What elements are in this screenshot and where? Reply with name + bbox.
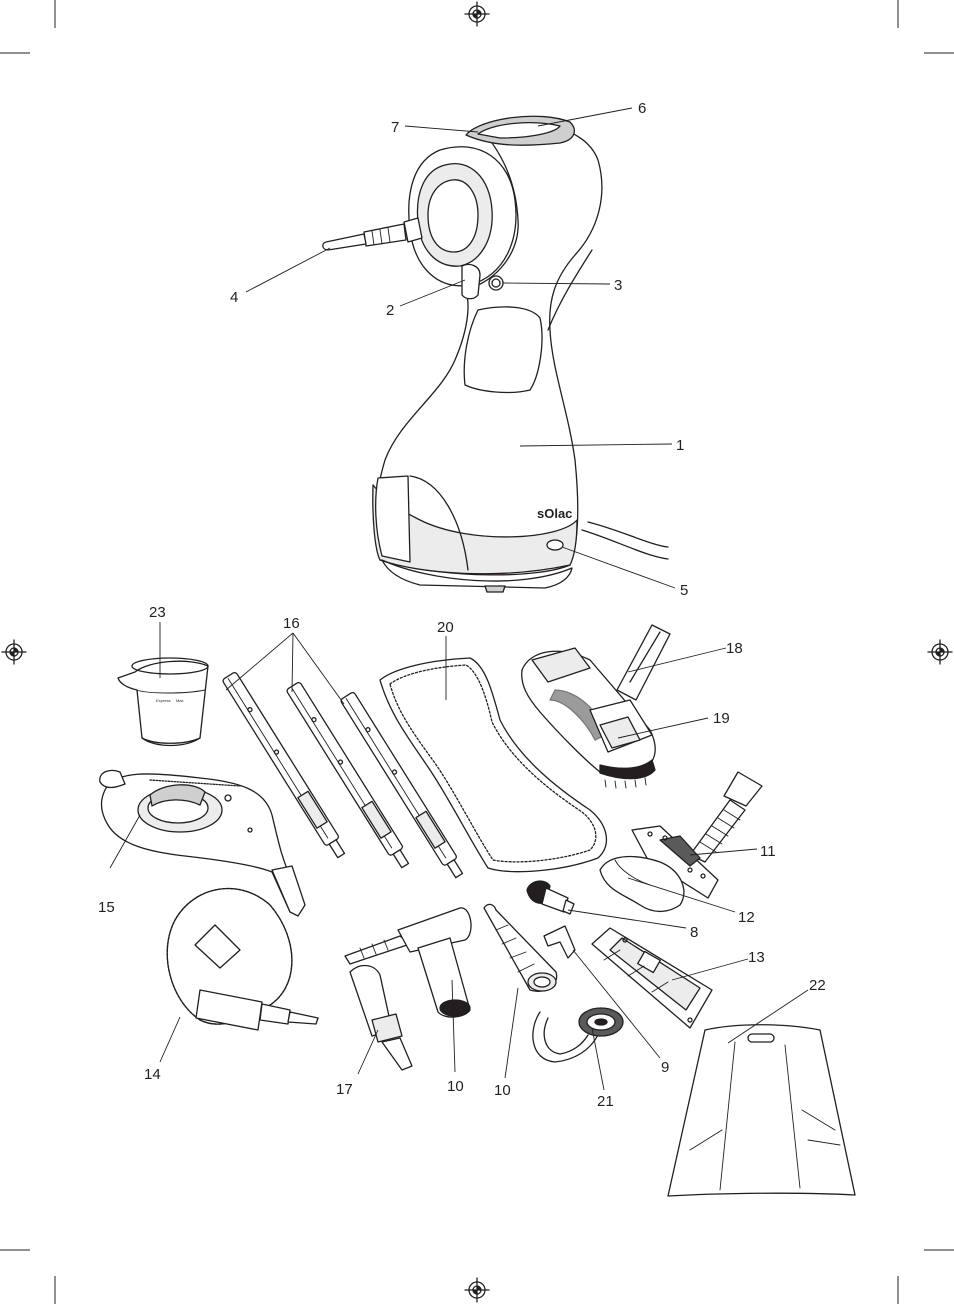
callout-5: 5 xyxy=(680,582,688,599)
callout-18: 18 xyxy=(726,640,743,657)
round-brush xyxy=(526,880,575,915)
nozzle-adapter xyxy=(349,964,413,1071)
jug-mark-express: Express xyxy=(156,698,170,703)
callout-10a: 10 xyxy=(447,1078,464,1095)
callout-1: 1 xyxy=(676,437,684,454)
callout-9: 9 xyxy=(661,1059,669,1076)
callout-labels: 1 2 3 4 5 6 7 8 9 10 10 11 12 13 14 15 1… xyxy=(98,100,826,1110)
callout-20: 20 xyxy=(437,619,454,636)
steam-cleaner-body: sOlac xyxy=(322,115,669,593)
window-squeegee xyxy=(631,771,763,899)
floor-brush xyxy=(521,624,671,789)
angled-nozzle xyxy=(344,907,472,1018)
callout-4: 4 xyxy=(230,289,238,306)
callout-23: 23 xyxy=(149,604,166,621)
hand-accessory xyxy=(99,769,306,917)
callout-19: 19 xyxy=(713,710,730,727)
callout-16: 16 xyxy=(283,615,300,632)
registration-mark-icon xyxy=(464,1277,490,1303)
callout-8: 8 xyxy=(690,924,698,941)
registration-mark-icon xyxy=(1,639,27,665)
measuring-jug: Express Max xyxy=(117,657,209,747)
callout-6: 6 xyxy=(638,100,646,117)
storage-bag xyxy=(667,1024,856,1197)
callout-10b: 10 xyxy=(494,1082,511,1099)
cleaning-cloth xyxy=(379,657,608,873)
floor-plate xyxy=(591,927,713,1029)
callout-17: 17 xyxy=(336,1081,353,1098)
extension-tube xyxy=(222,672,346,859)
callout-3: 3 xyxy=(614,277,622,294)
callout-7: 7 xyxy=(391,119,399,136)
extension-tube xyxy=(340,692,464,879)
registration-mark-icon xyxy=(927,639,953,665)
callout-12: 12 xyxy=(738,909,755,926)
callout-22: 22 xyxy=(809,977,826,994)
callout-21: 21 xyxy=(597,1093,614,1110)
callout-13: 13 xyxy=(748,949,765,966)
velcro-strap xyxy=(532,1007,624,1063)
registration-mark-icon xyxy=(464,1,490,27)
callout-2: 2 xyxy=(386,302,394,319)
angle-nozzle xyxy=(543,925,576,959)
jug-mark-max: Max xyxy=(176,698,184,703)
callout-14: 14 xyxy=(144,1066,161,1083)
leader-lines xyxy=(109,107,809,1091)
callout-11: 11 xyxy=(760,843,776,860)
callout-15: 15 xyxy=(98,899,115,916)
conical-nozzle xyxy=(483,903,558,992)
extension-tube xyxy=(286,682,410,869)
brand-logo: sOlac xyxy=(537,506,572,521)
flexible-hose xyxy=(166,887,319,1031)
